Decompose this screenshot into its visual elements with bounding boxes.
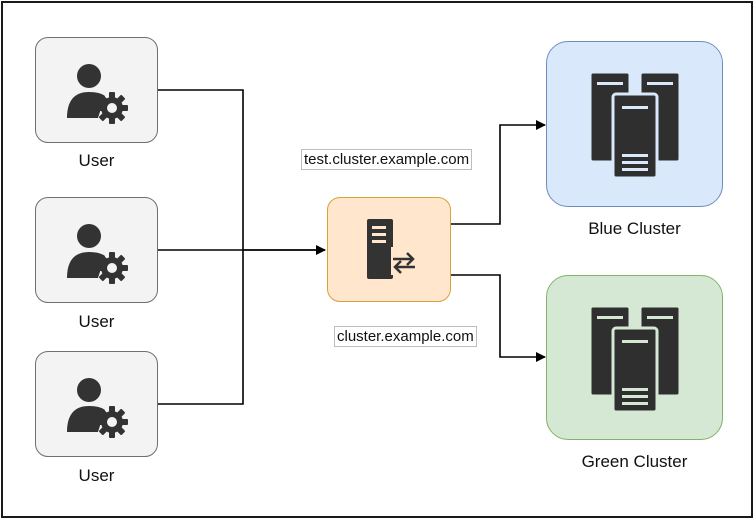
- edge-label-green: cluster.example.com: [334, 326, 477, 347]
- user-settings-icon: [67, 378, 128, 438]
- user-node[interactable]: [35, 37, 158, 143]
- edge-lb-to-blue: [451, 120, 546, 225]
- edge-user1-to-lb: [158, 89, 326, 255]
- edge-lb-to-green: [451, 274, 546, 362]
- blue-cluster-node[interactable]: [546, 41, 723, 207]
- blue-cluster-label: Blue Cluster: [588, 219, 681, 238]
- green-cluster-node[interactable]: [546, 275, 723, 440]
- load-balancer-node[interactable]: [327, 197, 451, 302]
- server-cluster-icon: [588, 304, 682, 414]
- user-node[interactable]: [35, 197, 158, 303]
- user-label: User: [78, 312, 115, 331]
- user-settings-icon: [67, 64, 128, 124]
- user-label: User: [78, 151, 115, 170]
- user-node[interactable]: [35, 351, 158, 457]
- edge-user3-to-lb: [158, 250, 244, 405]
- edge-label-blue: test.cluster.example.com: [301, 149, 473, 170]
- green-cluster-label: Green Cluster: [581, 452, 688, 471]
- load-balancer-icon: [367, 219, 419, 279]
- user-label: User: [78, 466, 115, 485]
- server-cluster-icon: [588, 70, 682, 180]
- user-settings-icon: [67, 224, 128, 284]
